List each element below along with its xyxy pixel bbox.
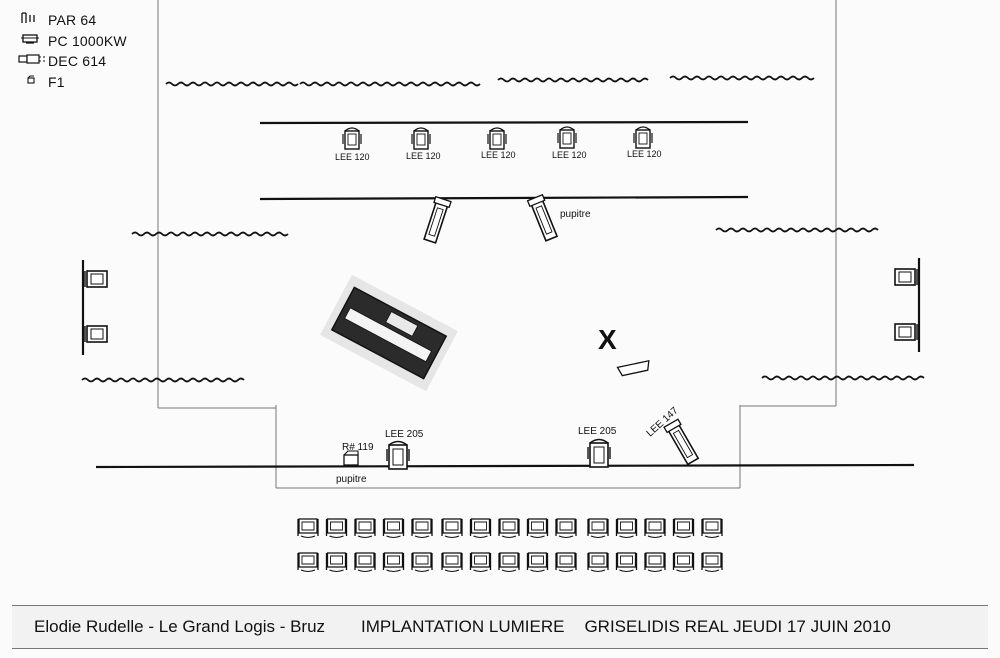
right-side-fixture-1 (894, 268, 918, 286)
legend-label-par64: PAR 64 (48, 12, 97, 29)
mid-pupitre-label: pupitre (560, 209, 591, 220)
upper-fixture-3 (487, 127, 507, 150)
audience-seat (526, 518, 549, 539)
audience-seat (587, 518, 609, 539)
front-f1-pupitre: pupitre (336, 474, 367, 485)
legend-label-dec614: DEC 614 (48, 53, 107, 70)
side-booms (81, 258, 921, 355)
audience-seat (672, 518, 695, 539)
audience-seat (701, 552, 723, 573)
par-64-icon (18, 11, 48, 29)
audience-seat (382, 552, 405, 573)
audience-seat (526, 552, 549, 573)
front-pc-right-gel: LEE 205 (578, 426, 617, 437)
upper-gel-label-5: LEE 120 (627, 149, 662, 159)
audience-seat (411, 518, 433, 539)
legend-label-f1: F1 (48, 73, 65, 90)
audience-seat (672, 552, 695, 573)
title-block: Elodie Rudelle - Le Grand Logis - Bruz I… (12, 605, 988, 649)
audience-seat (615, 518, 638, 539)
upper-fixture-5 (633, 126, 653, 149)
legend-row-f1: F1 (18, 72, 127, 93)
audience-seat (469, 552, 492, 573)
f1-icon (18, 73, 48, 91)
upper-gel-label-4: LEE 120 (552, 150, 587, 160)
pc-1000kw-icon (18, 32, 48, 50)
front-dec (663, 418, 701, 467)
audience-seat (354, 518, 376, 539)
audience-seat (354, 552, 376, 573)
upper-fixture-4 (557, 126, 577, 149)
audience-seat (297, 552, 319, 573)
audience-seat (411, 552, 433, 573)
audience-seat (325, 518, 348, 539)
legend-row-dec614: DEC 614 (18, 51, 127, 72)
footer-title: IMPLANTATION LUMIERE (361, 617, 565, 636)
audience-seat (587, 552, 609, 573)
upper-gel-label-3: LEE 120 (481, 150, 516, 160)
mid-dec-right (526, 193, 560, 243)
stage-mark: X (598, 324, 617, 355)
audience-seat (498, 552, 520, 573)
front-f1-gel: R# 119 (342, 442, 374, 453)
audience-seat (441, 552, 463, 573)
audience-seat (441, 518, 463, 539)
mid-dec-left (421, 195, 452, 245)
legend-row-par64: PAR 64 (18, 10, 127, 31)
upper-fixture-1 (342, 127, 362, 150)
left-side-fixture-2 (84, 325, 108, 343)
legend: PAR 64 PC 1000KW DEC 614 F (18, 10, 127, 92)
stage-object (616, 359, 650, 377)
audience-seat (469, 518, 492, 539)
audience-seat (644, 552, 666, 573)
audience-seat (498, 518, 520, 539)
front-f1-fixture (343, 450, 359, 466)
audience-seat (297, 518, 319, 539)
upper-gel-label-1: LEE 120 (335, 152, 370, 162)
audience-seat (555, 518, 577, 539)
audience-seat (555, 552, 577, 573)
front-pc-right (587, 438, 611, 468)
audience-seat (382, 518, 405, 539)
piano (320, 274, 458, 392)
footer-author: Elodie Rudelle - Le Grand Logis - Bruz (34, 617, 326, 636)
front-pc-left-gel: LEE 205 (385, 429, 424, 440)
front-bar: R# 119 pupitre LEE 205 LEE 205 LEE 147 (95, 405, 915, 485)
footer-show: GRISELIDIS REAL JEUDI 17 JUIN 2010 (584, 617, 891, 636)
drapes (81, 75, 925, 383)
dec-614-icon (18, 52, 48, 70)
audience-seat (325, 552, 348, 573)
mid-bar: pupitre (259, 193, 749, 245)
stage-outline (157, 0, 837, 489)
upper-fixture-2 (411, 127, 431, 150)
legend-row-pc1000: PC 1000KW (18, 31, 127, 52)
front-pc-left (386, 440, 410, 470)
legend-label-pc1000: PC 1000KW (48, 32, 127, 49)
upper-gel-label-2: LEE 120 (406, 151, 441, 161)
right-side-fixture-2 (894, 323, 918, 341)
audience-seat (615, 552, 638, 573)
left-side-fixture-1 (84, 270, 108, 288)
upper-bar: LEE 120 LEE 120 LEE 120 LEE 120 LEE 120 (259, 120, 749, 162)
audience-seat (701, 518, 723, 539)
audience-seating (297, 518, 723, 573)
audience-seat (644, 518, 666, 539)
